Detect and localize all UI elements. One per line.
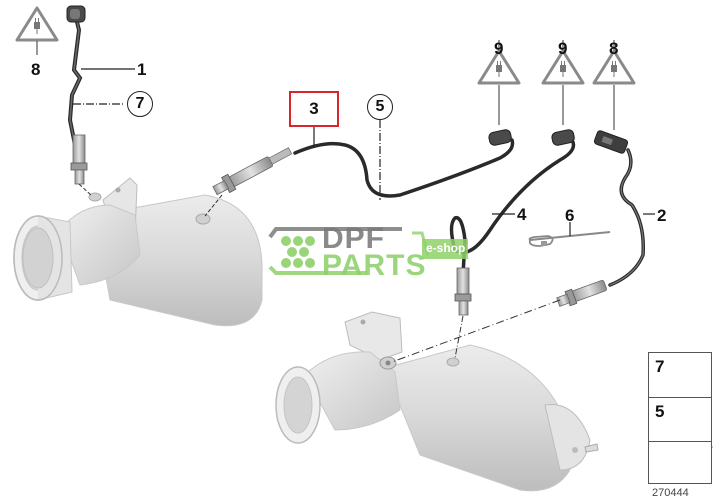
lambda-sensor-center: [212, 147, 293, 196]
callout-5-label: 5: [375, 98, 385, 115]
lambda-sensor-vertical: [454, 267, 472, 359]
legend-box: 7 5: [648, 352, 712, 484]
callout-9[interactable]: 9: [558, 39, 568, 58]
watermark-logo: DPF PARTS e-shop: [262, 222, 472, 282]
watermark-eshop: e-shop: [426, 241, 466, 255]
connector-warning-icon: [477, 40, 521, 125]
dpf-upper-left: [13, 177, 263, 327]
callout-7-circled[interactable]: 7: [127, 91, 153, 117]
callout-leaders: [73, 68, 655, 236]
lambda-sensor-left: [70, 134, 93, 197]
sensor-cables: [67, 16, 646, 287]
callout-5-circled[interactable]: 5: [367, 94, 393, 120]
cart-icon: [268, 227, 468, 275]
callout-7-label: 7: [135, 95, 145, 112]
connector-warning-icon: [592, 40, 636, 130]
dpf-lower: [275, 311, 599, 492]
leader-line: [204, 194, 223, 217]
lambda-sensor-right: [556, 279, 607, 307]
callout-1[interactable]: 1: [137, 60, 147, 79]
callout-4[interactable]: 4: [517, 205, 527, 224]
legend-label: 7: [655, 357, 665, 376]
connector-warning-icon: [15, 6, 59, 55]
watermark-parts: PARTS: [322, 249, 427, 282]
callout-3-highlighted[interactable]: 3: [289, 91, 339, 127]
callout-8[interactable]: 8: [609, 39, 619, 58]
legend-item-clip[interactable]: 7: [649, 353, 711, 398]
watermark-dpf: DPF: [322, 222, 385, 255]
legend-item-holder[interactable]: 5: [649, 398, 711, 442]
callout-8[interactable]: 8: [31, 60, 41, 79]
connector-warning-icon: [541, 40, 585, 125]
cable-connectors: [66, 5, 629, 154]
legend-label: 5: [655, 402, 665, 421]
callout-2[interactable]: 2: [657, 206, 667, 225]
legend-item-arrow[interactable]: [649, 442, 711, 483]
callout-6[interactable]: 6: [565, 206, 575, 225]
callout-3-label: 3: [309, 99, 319, 118]
document-number: 270444: [652, 487, 689, 499]
callout-9[interactable]: 9: [494, 39, 504, 58]
